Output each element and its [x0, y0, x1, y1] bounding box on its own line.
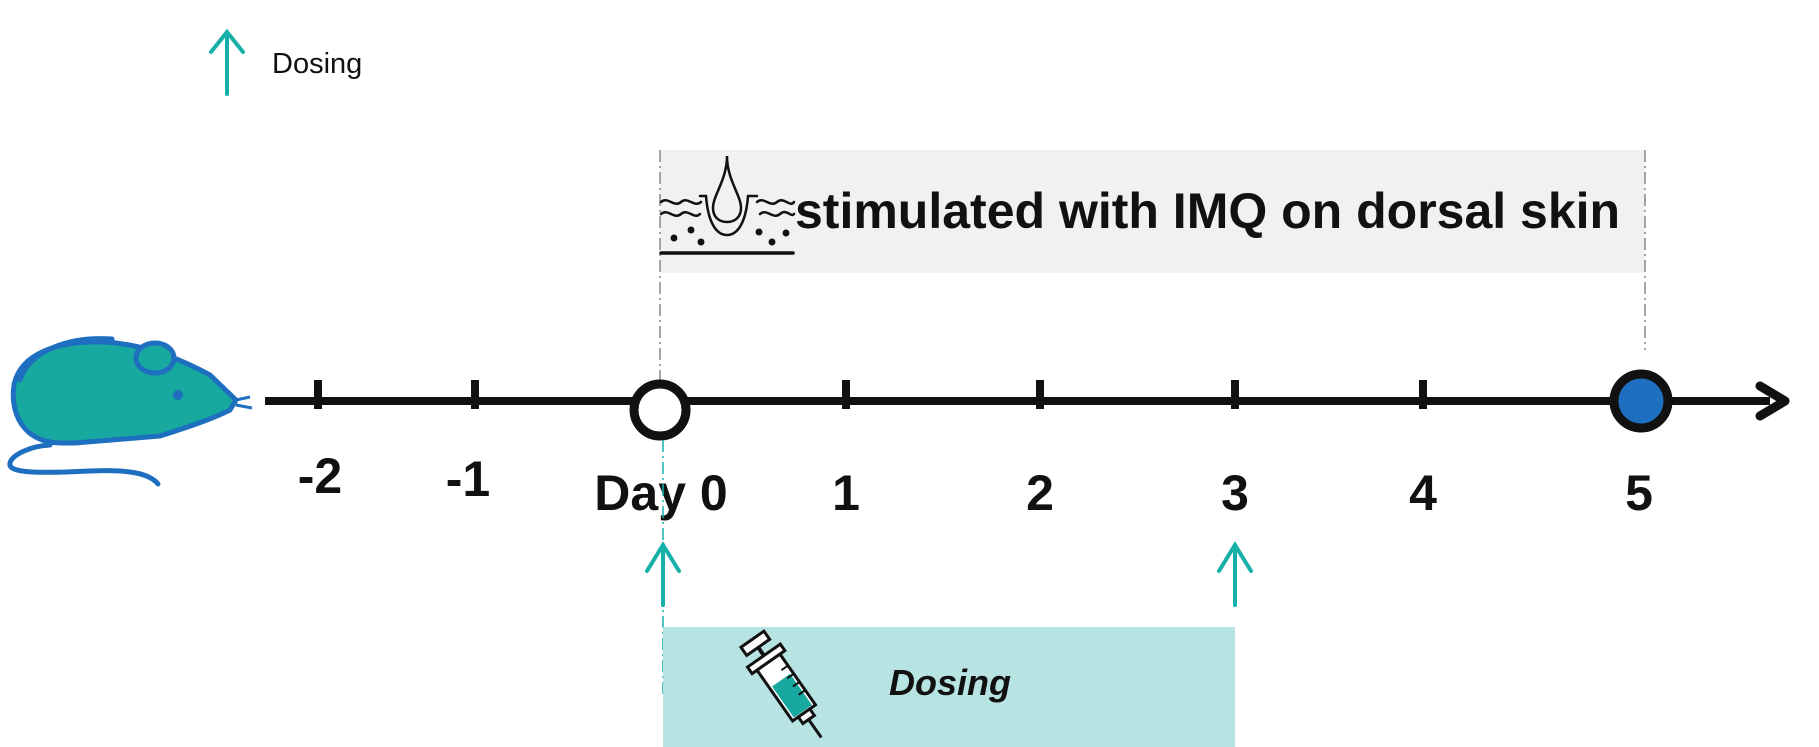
skin-hair-follicle-icon	[659, 155, 796, 255]
dosing-period-box: Dosing	[663, 627, 1235, 747]
day5-end-marker	[1609, 369, 1673, 433]
day0-open-marker	[629, 379, 691, 441]
legend-arrow-icon	[209, 28, 245, 96]
tick-label: -2	[298, 448, 342, 504]
tick-label: -1	[446, 451, 490, 507]
mouse-icon	[7, 336, 253, 487]
banner-text: stimulated with IMQ on dorsal skin	[795, 183, 1620, 239]
tick-label: 3	[1221, 465, 1249, 521]
imq-banner: stimulated with IMQ on dorsal skin	[659, 150, 1646, 380]
axis-arrowhead-icon	[1755, 381, 1790, 421]
tick-label: 2	[1026, 465, 1054, 521]
tick-label-day0: Day 0	[594, 465, 727, 521]
tick-label: 4	[1409, 465, 1437, 521]
timeline-axis	[265, 369, 1790, 441]
dosing-arrow-day3-icon	[1217, 541, 1253, 607]
banner-background	[660, 150, 1645, 273]
syringe-icon	[738, 629, 823, 739]
legend-label: Dosing	[272, 48, 362, 80]
tick-label-day5: 5	[1625, 465, 1653, 521]
legend: Dosing	[209, 28, 362, 96]
dosing-box-label: Dosing	[889, 662, 1011, 703]
tick-label: 1	[832, 465, 860, 521]
timeline-labels: -2 -1 Day 0 1 2 3 4 5	[298, 448, 1653, 521]
